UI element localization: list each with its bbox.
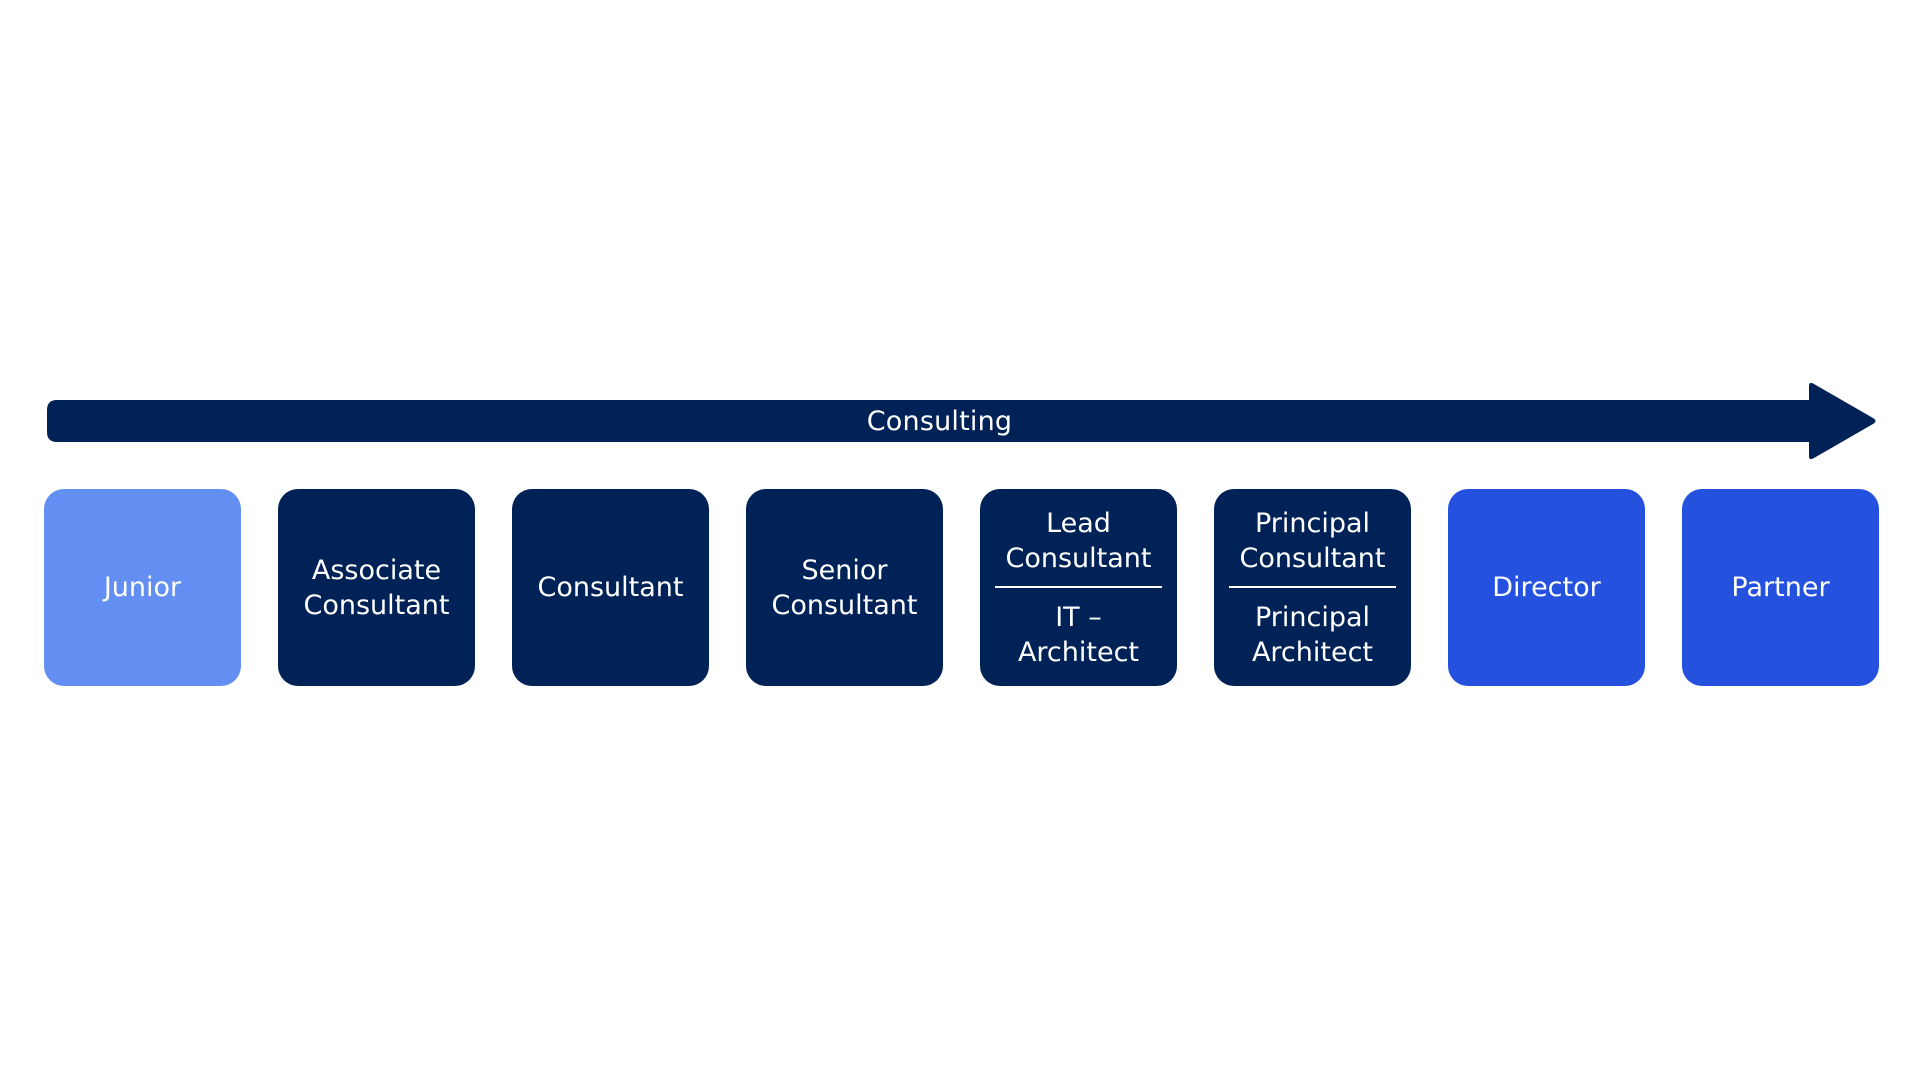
level-label-top-line-2: Consultant	[1005, 542, 1152, 574]
level-box-associate-consultant: Associate Consultant	[278, 489, 475, 686]
level-label-line-1: Associate	[311, 554, 442, 586]
level-label: Partner	[1731, 572, 1830, 603]
arrow-label: Consulting	[866, 405, 1013, 437]
level-label-top-line-1: Principal	[1254, 507, 1371, 539]
level-divider	[1229, 585, 1396, 588]
level-label: Consultant	[537, 572, 684, 603]
consulting-arrow: Consulting	[47, 382, 1879, 460]
level-box-director: Director	[1448, 489, 1645, 686]
level-box-principal-consultant-principal-architect: Principal Consultant Principal Architect	[1214, 489, 1411, 686]
level-label-bottom-line-2: Architect	[1017, 636, 1140, 668]
level-label-bottom-line-2: Architect	[1251, 636, 1374, 668]
level-label-bottom-line-1: Principal	[1254, 601, 1371, 633]
level-label-top-line-1: Lead	[1046, 507, 1111, 539]
level-box-senior-consultant: Senior Consultant	[746, 489, 943, 686]
arrow-body	[47, 382, 1876, 460]
level-label-line-2: Consultant	[771, 589, 918, 621]
level-label-bottom-line-1: IT –	[1055, 601, 1102, 633]
level-label-line-1: Senior	[801, 554, 888, 586]
level-label-top-line-2: Consultant	[1239, 542, 1386, 574]
level-box-consultant: Consultant	[512, 489, 709, 686]
level-box-partner: Partner	[1682, 489, 1879, 686]
level-label: Junior	[103, 572, 182, 603]
level-divider	[995, 585, 1162, 588]
level-box-lead-consultant-it-architect: Lead Consultant IT – Architect	[980, 489, 1177, 686]
level-label: Director	[1492, 572, 1601, 603]
arrow-shape	[47, 382, 1876, 460]
level-box-junior: Junior	[44, 489, 241, 686]
level-label-line-2: Consultant	[303, 589, 450, 621]
career-level-boxes: Junior Associate Consultant Consultant S…	[44, 489, 1880, 686]
